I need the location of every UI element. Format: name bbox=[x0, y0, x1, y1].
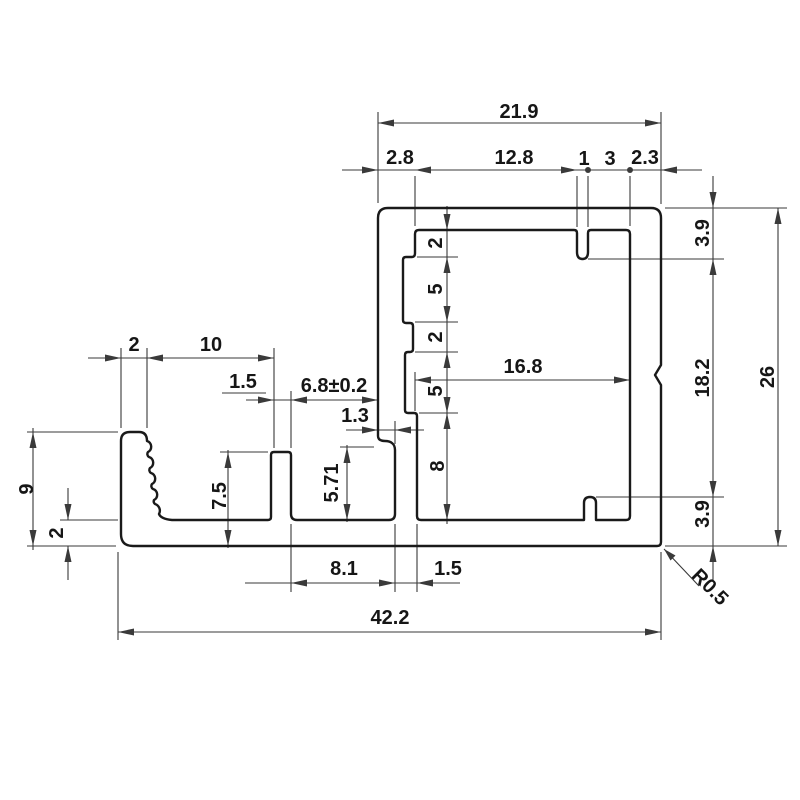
dim-top-right-wall: 2.3 bbox=[631, 147, 659, 169]
dim-cavity-width: 16.8 bbox=[504, 356, 543, 378]
dim-top-left-wall: 2.8 bbox=[386, 147, 414, 169]
dim-finger-width: 2 bbox=[128, 334, 139, 356]
dim-finger-height: 9 bbox=[16, 483, 38, 494]
dim-wall-height: 7.5 bbox=[209, 482, 231, 510]
dim-point-marker bbox=[585, 167, 591, 173]
dim-cavity-seg1: 2 bbox=[425, 237, 447, 248]
dim-corner-radius: R0.5 bbox=[687, 565, 732, 610]
dim-wall-thickness: 1.5 bbox=[229, 371, 257, 393]
dim-glass-slot: 6.8±0.2 bbox=[301, 375, 368, 397]
dim-cavity-seg3: 2 bbox=[425, 331, 447, 342]
extension-lines bbox=[27, 112, 787, 640]
profile-cavity bbox=[401, 228, 632, 522]
dim-top-slot-offset: 3 bbox=[604, 148, 615, 170]
dim-overall-bottom: 42.2 bbox=[371, 607, 410, 629]
dim-finger-gap: 10 bbox=[200, 334, 222, 356]
dim-cavity-seg5: 8 bbox=[427, 460, 449, 471]
dim-overall-height: 26 bbox=[757, 366, 779, 388]
dim-bottom-web: 1.5 bbox=[434, 558, 462, 580]
dimension-lines bbox=[32, 122, 779, 633]
dim-cavity-seg2: 5 bbox=[425, 283, 447, 294]
profile-outline bbox=[119, 206, 663, 548]
dim-right-top: 3.9 bbox=[692, 219, 714, 247]
dim-flange-thickness: 2 bbox=[46, 527, 68, 538]
dim-right-bottom: 3.9 bbox=[692, 500, 714, 528]
dim-bottom-slot: 8.1 bbox=[330, 558, 358, 580]
dim-slot-depth: 5.71 bbox=[321, 464, 343, 503]
dim-top-inner-width: 12.8 bbox=[495, 147, 534, 169]
dim-right-middle: 18.2 bbox=[692, 359, 714, 398]
dim-lip-offset: 1.3 bbox=[341, 405, 369, 427]
dim-overall-top: 21.9 bbox=[500, 101, 539, 123]
dim-top-slot: 1 bbox=[578, 148, 589, 170]
dim-point-marker bbox=[627, 167, 633, 173]
dim-cavity-seg4: 5 bbox=[425, 385, 447, 396]
